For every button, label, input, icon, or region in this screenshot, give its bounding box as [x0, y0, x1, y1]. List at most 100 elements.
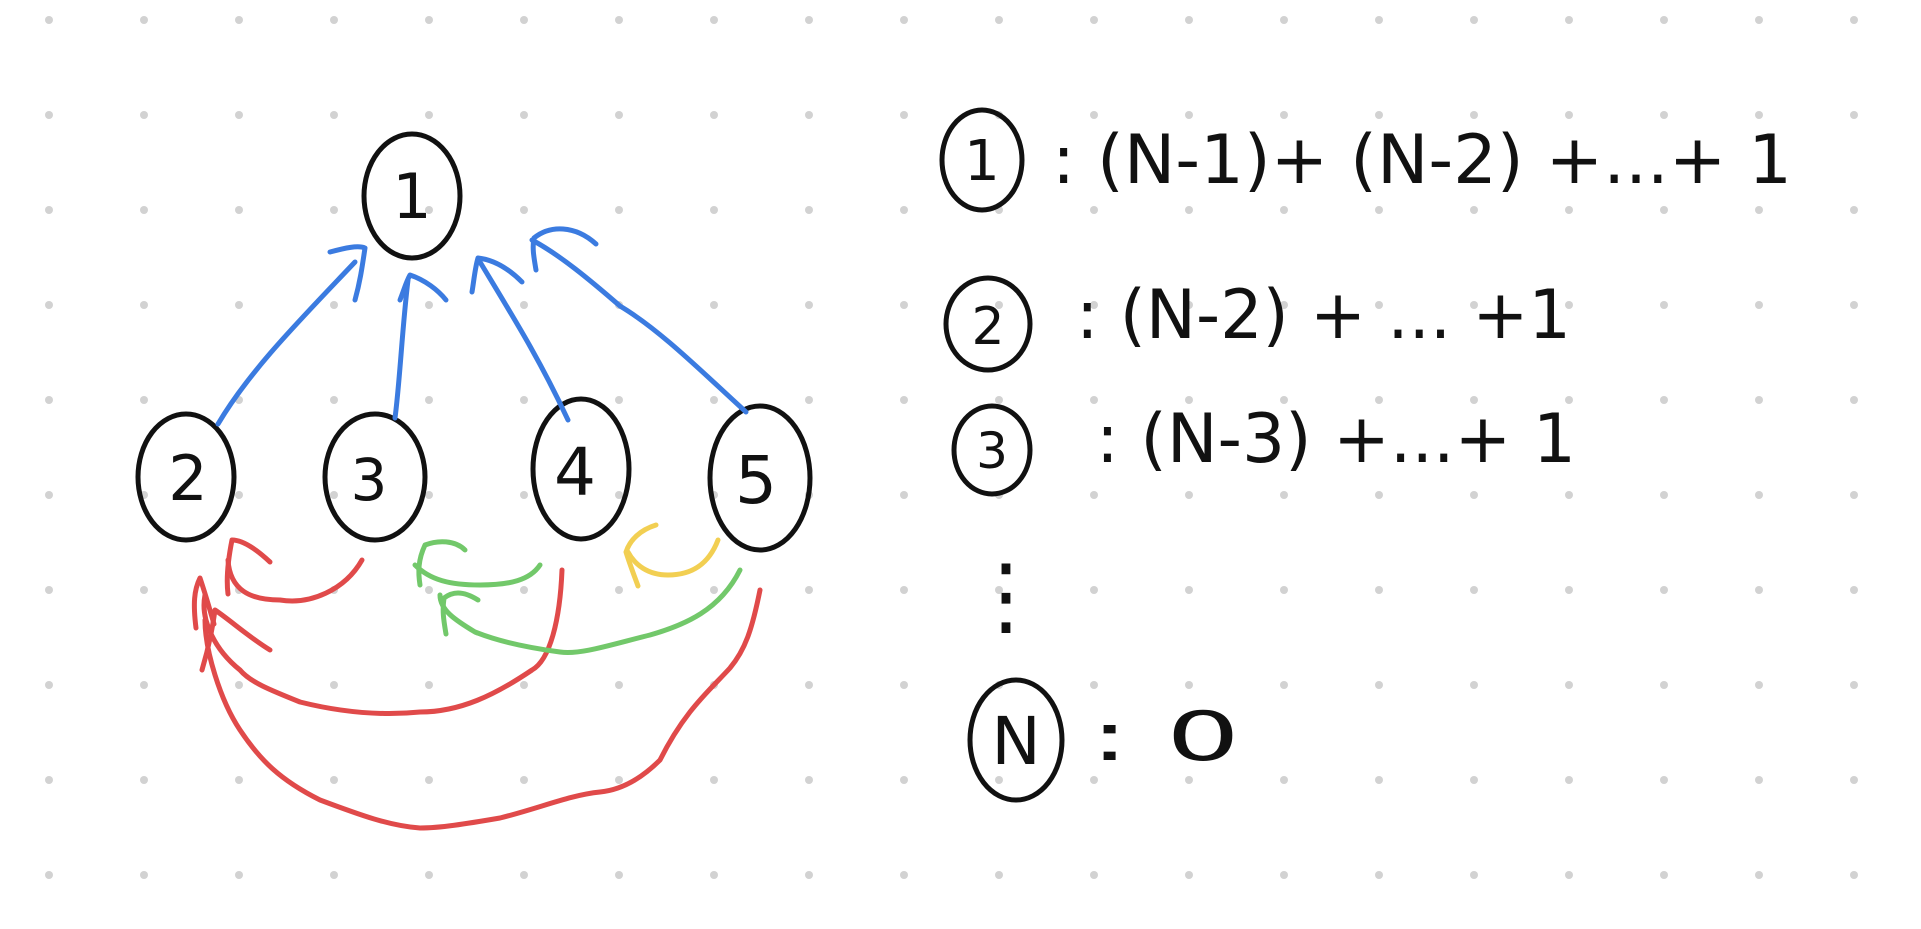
grid-dot — [710, 111, 718, 119]
grid-dot — [1280, 871, 1288, 879]
grid-dot — [1185, 491, 1193, 499]
grid-dot — [1375, 871, 1383, 879]
grid-dot — [615, 871, 623, 879]
grid-dot — [1755, 206, 1763, 214]
grid-dot — [45, 206, 53, 214]
grid-dot — [1755, 491, 1763, 499]
formula-node-ring — [967, 677, 1065, 803]
grid-dot — [330, 16, 338, 24]
grid-dot — [1470, 206, 1478, 214]
grid-dot — [520, 776, 528, 784]
grid-dot — [520, 301, 528, 309]
formula-node-label: N — [991, 703, 1040, 780]
graph: 1 2 3 4 5 — [135, 131, 813, 553]
edges — [191, 226, 763, 831]
grid-dot — [995, 586, 1003, 594]
grid-dot — [1185, 16, 1193, 24]
grid-dot — [425, 301, 433, 309]
formula-expression: : (N-2) + ... +1 — [1076, 276, 1571, 355]
grid-dot — [1470, 16, 1478, 24]
edge-4-to-1 — [477, 259, 571, 423]
grid-dot — [710, 776, 718, 784]
grid-dot — [1090, 396, 1098, 404]
grid-dot — [1660, 111, 1668, 119]
grid-dot — [140, 16, 148, 24]
grid-dot — [1850, 111, 1858, 119]
grid-dot — [1565, 111, 1573, 119]
vertical-ellipsis: ⋮ — [963, 546, 1049, 646]
grid-dot — [520, 491, 528, 499]
grid-dot — [1660, 586, 1668, 594]
grid-dot — [615, 491, 623, 499]
grid-dot — [1850, 301, 1858, 309]
grid-dot — [1565, 206, 1573, 214]
grid-dot — [1280, 586, 1288, 594]
node-ring — [707, 403, 813, 553]
formula-node-label: 1 — [964, 129, 1000, 194]
grid-dot — [1850, 776, 1858, 784]
grid-dot — [805, 871, 813, 879]
edge-5-to-1-arrowhead — [530, 226, 599, 273]
grid-dot — [1660, 301, 1668, 309]
grid-dot — [1375, 206, 1383, 214]
grid-dot — [425, 681, 433, 689]
grid-dot — [520, 206, 528, 214]
edge-5-to-2 — [202, 587, 763, 831]
grid-dot — [1755, 776, 1763, 784]
grid-dot — [140, 206, 148, 214]
grid-dot — [45, 396, 53, 404]
grid-dot — [330, 111, 338, 119]
grid-dot — [1280, 111, 1288, 119]
grid-dot — [1755, 586, 1763, 594]
formula-node-ring — [939, 107, 1025, 213]
grid-dot — [1850, 396, 1858, 404]
grid-dot — [1090, 871, 1098, 879]
grid-dot — [1090, 776, 1098, 784]
grid-dot — [425, 776, 433, 784]
grid-dot — [1660, 776, 1668, 784]
grid-dot — [995, 301, 1003, 309]
grid-dot — [1375, 301, 1383, 309]
grid-dot — [1375, 111, 1383, 119]
grid-dot — [425, 491, 433, 499]
grid-dot — [520, 586, 528, 594]
formula-row-n: N : 0 — [967, 677, 1240, 803]
grid-dot — [900, 776, 908, 784]
node-1: 1 — [361, 131, 463, 261]
grid-dot — [1755, 396, 1763, 404]
grid-dot — [330, 396, 338, 404]
grid-dot — [900, 396, 908, 404]
edge-4-to-3-arrowhead — [416, 539, 468, 588]
grid-dot — [330, 871, 338, 879]
grid-dot — [45, 586, 53, 594]
grid-dot — [805, 396, 813, 404]
grid-dot — [520, 16, 528, 24]
grid-dot — [1755, 871, 1763, 879]
grid-dot — [1090, 586, 1098, 594]
grid-dot — [140, 301, 148, 309]
node-ring — [530, 396, 632, 542]
grid-dot — [615, 586, 623, 594]
grid-dot — [1185, 586, 1193, 594]
grid-dot — [45, 776, 53, 784]
grid-dot — [1660, 871, 1668, 879]
grid-dot — [1375, 681, 1383, 689]
grid-dot — [425, 586, 433, 594]
grid-dot — [1280, 16, 1288, 24]
grid-dot — [235, 491, 243, 499]
formula-row-2: 2 : (N-2) + ... +1 — [943, 275, 1571, 373]
grid-dot — [1280, 681, 1288, 689]
grid-dot — [1850, 16, 1858, 24]
grid-dot — [1470, 586, 1478, 594]
grid-dot — [1850, 491, 1858, 499]
grid-dot — [710, 206, 718, 214]
grid-dot — [330, 206, 338, 214]
edge-2-to-1-arrowhead — [327, 244, 368, 303]
formula-row-3: 3 : (N-3) +...+ 1 — [951, 400, 1576, 497]
grid-dot — [710, 301, 718, 309]
grid-dot — [520, 871, 528, 879]
edge-5-to-4 — [625, 537, 721, 578]
grid-dot — [235, 871, 243, 879]
grid-dot — [1565, 776, 1573, 784]
